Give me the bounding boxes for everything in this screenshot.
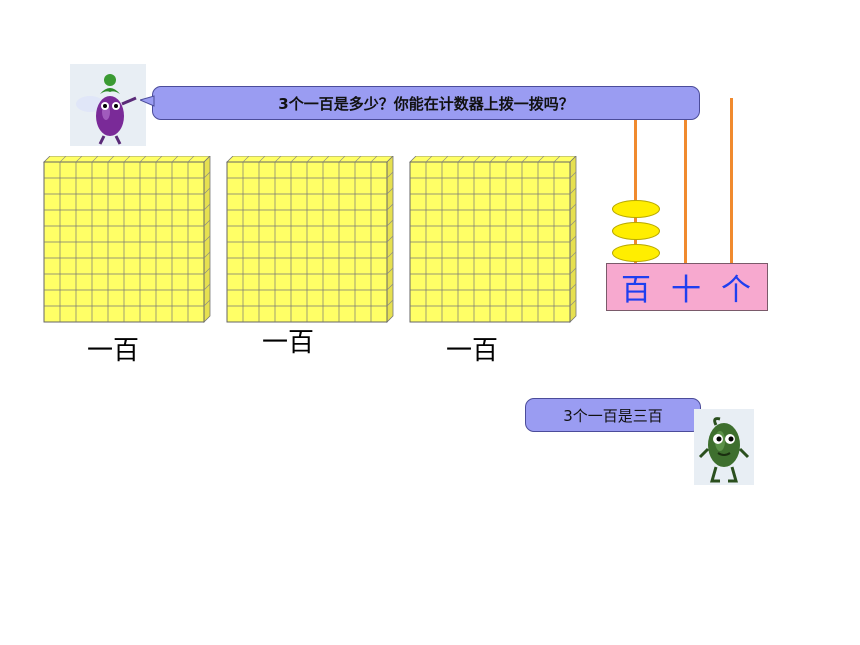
bean-character-icon	[694, 409, 754, 485]
abacus-bead[interactable]	[612, 200, 660, 218]
hundred-block-3	[408, 156, 580, 326]
abacus-rod-ones	[730, 98, 733, 264]
hundred-block-1	[42, 156, 214, 326]
block-label-1: 一百	[87, 336, 140, 366]
speech-bubble-answer: 3个一百是三百	[525, 398, 701, 432]
answer-text: 3个一百是三百	[563, 406, 663, 425]
block-label-3: 一百	[446, 336, 499, 366]
abacus-bead[interactable]	[612, 244, 660, 262]
question-text: 3个一百是多少？你能在计数器上拨一拨吗？	[278, 94, 574, 113]
eggplant-character-icon	[70, 64, 146, 146]
abacus-rod-tens	[684, 120, 687, 264]
bubble-tail	[140, 95, 155, 107]
place-hundreds: 百	[621, 273, 651, 308]
speech-bubble-question: 3个一百是多少？你能在计数器上拨一拨吗？	[152, 86, 700, 120]
abacus-rod-hundreds	[634, 120, 637, 264]
hundred-block-2	[225, 156, 397, 326]
abacus-bead[interactable]	[612, 222, 660, 240]
abacus-base: 百 十 个	[606, 263, 768, 311]
place-tens: 十	[671, 273, 701, 308]
place-ones: 个	[721, 273, 751, 308]
block-label-2: 一百	[262, 328, 315, 358]
